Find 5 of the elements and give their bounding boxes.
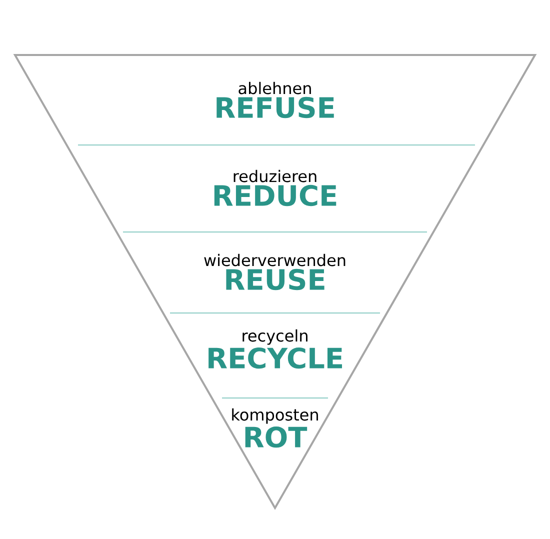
band-label: reduzieren REDUCE <box>214 170 336 206</box>
band-label: komposten ROT <box>232 408 318 448</box>
band-label: recyceln RECYCLE <box>208 329 342 369</box>
band-label: wiederverwenden REUSE <box>204 254 346 290</box>
band-label: ablehnen REFUSE <box>216 82 334 118</box>
